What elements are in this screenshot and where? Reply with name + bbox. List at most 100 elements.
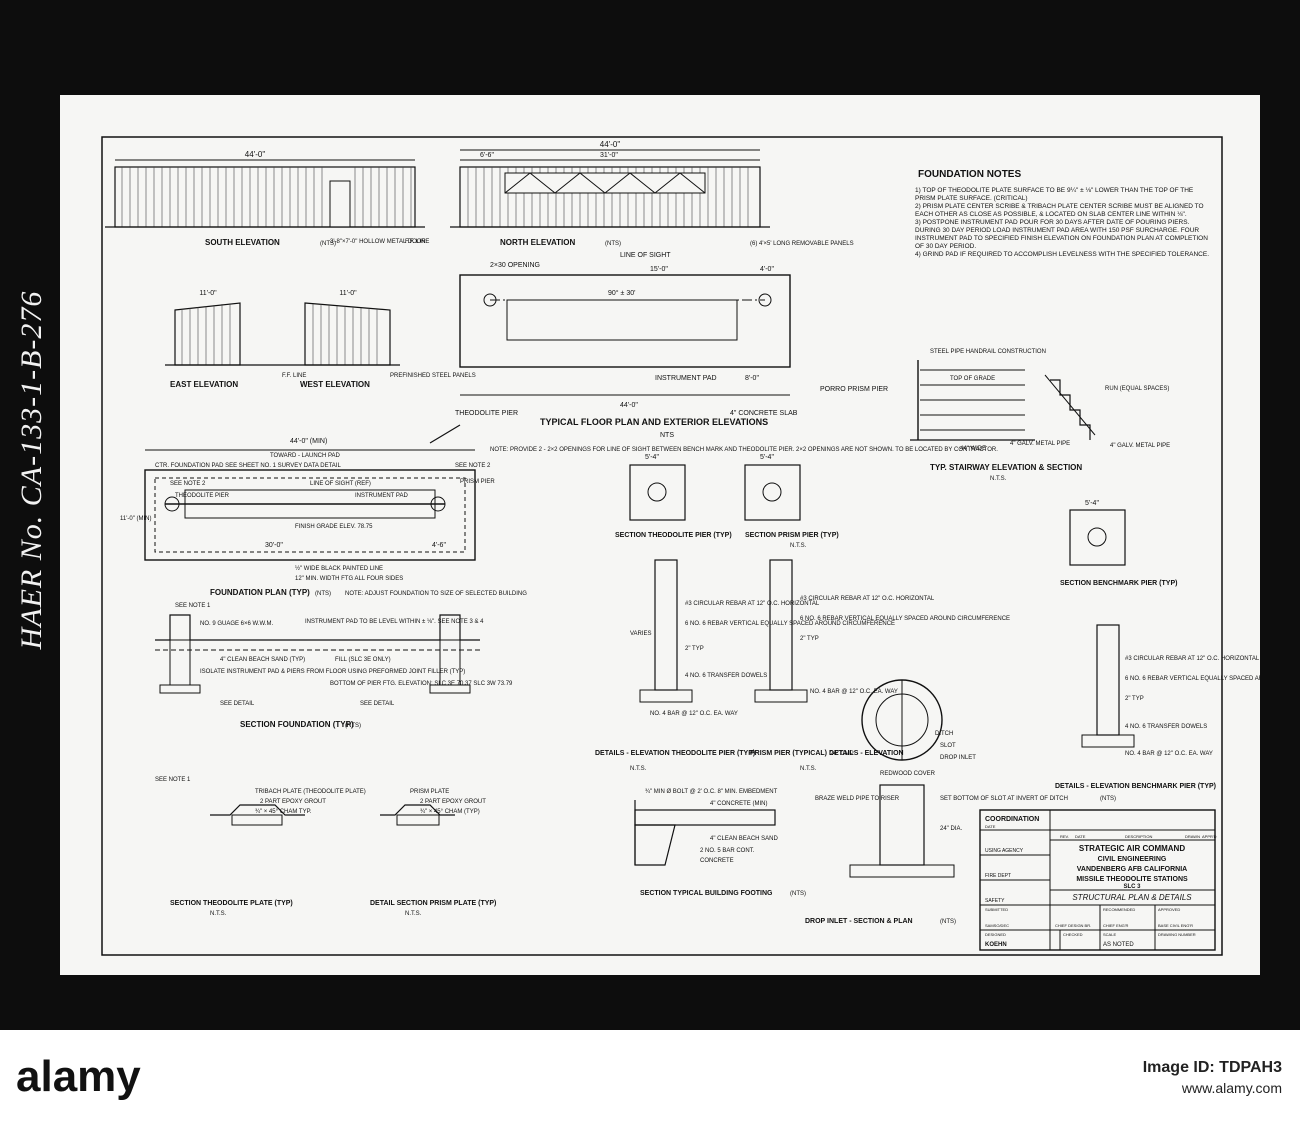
plate-see-note: SEE NOTE 1 [155,777,191,783]
inlet-cover: REDWOOD COVER [880,771,936,777]
tb-designer: KOEHN [985,942,1007,948]
dim-4: 4'-0" [760,266,774,273]
details-theodolite-nts: N.T.S. [630,766,647,772]
fp-dim-30: 30'-0" [265,542,283,549]
foundation-note-4: 4) GRIND PAD IF REQUIRED TO ACCOMPLISH L… [915,251,1210,258]
inlet-ditch: DITCH [935,731,953,737]
stairway-nts: N.T.S. [990,476,1007,482]
stock-footer [0,1030,1300,1137]
sf-see-detail-2: SEE DETAIL [360,701,395,707]
sf-wwm: NO. 9 GUAGE 6×6 W.W.M. [200,621,274,627]
tb-samso: SAMSO/DEC [985,923,1009,928]
title-block [979,809,1216,951]
north-nts: (NTS) [605,241,621,247]
section-prism-nts: N.T.S. [790,543,807,549]
stair-galv-pipe-2: 4" GALV. METAL PIPE [1110,443,1170,449]
footing-concrete-min: 4" CONCRETE (MIN) [710,801,767,807]
plate-epoxy: 2 PART EPOXY GROUT [260,799,326,805]
prefinished-note: PREFINISHED STEEL PANELS [390,373,476,379]
tb-col-drawn: DRAWN [1185,834,1200,839]
foundation-plan-note: NOTE: ADJUST FOUNDATION TO SIZE OF SELEC… [345,591,527,597]
details-theodolite-title: DETAILS - ELEVATION THEODOLITE PIER (TYP… [595,750,755,757]
section-foundation-nts: (NTS) [345,723,361,729]
tb-sheet-title: STRUCTURAL PLAN & DETAILS [1072,893,1192,902]
tb-recommended: RECOMMENDED [1103,907,1135,912]
haer-number: HAER No. CA-133-1-B-276 [15,290,48,650]
bench-transfer: 4 NO. 6 TRANSFER DOWELS [1125,724,1207,730]
tb-chief-engr: CHIEF ENG'R [1103,923,1129,928]
tb-project: MISSILE THEODOLITE STATIONS [1076,876,1188,883]
fp-theodolite-pier: THEODOLITE PIER [175,493,230,499]
prism-plate-nts: N.T.S. [405,911,422,917]
ff-line-label: F.F. LINE [405,239,429,245]
sf-isolate: ISOLATE INSTRUMENT PAD & PIERS FROM FLOO… [200,669,465,675]
sf-level-note: INSTRUMENT PAD TO BE LEVEL WITHIN ± ⅛". … [305,619,484,625]
prism-bar: NO. 4 BAR @ 12" O.C. EA. WAY [810,689,898,695]
door [329,180,351,228]
tb-as-noted: AS NOTED [1103,942,1134,948]
north-dim-a: 6'-6" [480,152,494,159]
section-prism-title: SECTION PRISM PIER (TYP) [745,532,839,539]
plate-prism: PRISM PLATE [410,789,449,795]
north-elevation [450,149,770,228]
section-benchmark-title: SECTION BENCHMARK PIER (TYP) [1060,580,1177,587]
line-of-sight-label: LINE OF SIGHT [620,252,671,259]
tb-fire-dept: FIRE DEPT [985,873,1011,879]
bench-typ: 2" TYP [1125,696,1144,702]
sheet-border [101,136,1223,956]
tb-coordination: COORDINATION [985,816,1039,823]
fp-ctr-note: CTR. FOUNDATION PAD SEE SHEET NO. 1 SURV… [155,463,341,469]
section-foundation [155,614,480,694]
foundation-note-2: 2) PRISM PLATE CENTER SCRIBE & TRIBACH P… [915,203,1204,218]
inlet-weld: BRAZE WELD PIPE TO RISER [815,796,900,802]
theo-varies: VARIES [630,631,652,637]
prism-circ-rebar: #3 CIRCULAR REBAR AT 12" O.C. HORIZONTAL [800,596,935,602]
inlet-cmp: 24" CMP [830,751,854,757]
details-benchmark-title: DETAILS - ELEVATION BENCHMARK PIER (TYP) [1055,783,1216,790]
tb-designed: DESIGNED [985,932,1006,937]
theo-transfer: 4 NO. 6 TRANSFER DOWELS [685,673,767,679]
door-note: 3'-8"×7'-0" HOLLOW METAL DOOR [330,239,426,245]
tb-chief-design: CHIEF DESIGN BR. [1055,923,1091,928]
north-dim-total: 44'-0" [600,140,621,149]
tb-dept: CIVIL ENGINEERING [1098,856,1167,863]
footing-bar: 2 NO. 5 BAR CONT. [700,848,755,854]
tb-safety: SAFETY [985,898,1005,904]
tb-base-engr: BASE CIVIL ENG'R [1158,923,1193,928]
east-dim: 11'-0" [199,290,217,297]
stair-wide: 44" WIDE [960,446,986,452]
stock-meta: Image ID: TDPAH3 www.alamy.com [1143,1058,1282,1098]
foundation-plan-title: FOUNDATION PLAN (TYP) [210,588,310,597]
fp-painted-line: ½" WIDE BLACK PAINTED LINE [295,565,383,572]
fp-dim-45: 4'-6" [432,542,446,549]
bench-vert-rebar: 6 NO. 6 REBAR VERTICAL EQUALLY SPACED AR… [1125,676,1260,682]
south-dim: 44'-0" [245,150,266,159]
fp-see-note-a: SEE NOTE 2 [170,481,206,487]
floor-plan-nts: NTS [660,432,674,439]
sf-see-note: SEE NOTE 1 [175,603,211,609]
concrete-slab-label: 4" CONCRETE SLAB [730,410,798,417]
floor-plan-note: NOTE: PROVIDE 2 - 2×2 OPENINGS FOR LINE … [490,447,998,453]
foundation-plan [144,424,476,561]
fp-dim-side: 11'-0" (MIN) [120,516,152,522]
tb-col-appd: APPR'D [1202,834,1217,839]
theodolite-plate-title: SECTION THEODOLITE PLATE (TYP) [170,900,293,907]
theo-bar: NO. 4 BAR @ 12" O.C. EA. WAY [650,711,738,717]
drop-inlet-nts: (NTS) [940,919,956,925]
porro-prism-label: PORRO PRISM PIER [820,386,888,393]
fp-footing-note: 12" MIN. WIDTH FTG ALL FOUR SIDES [295,576,403,582]
pier-sections [629,464,1126,566]
fp-instrument-pad: INSTRUMENT PAD [355,493,408,499]
east-elevation-title: EAST ELEVATION [170,380,238,389]
tb-col-rev: REV. [1060,834,1069,839]
sf-bottom: BOTTOM OF PIER FTG. ELEVATION: SLC 3E 70… [330,681,513,687]
foundation-note-1: 1) TOP OF THEODOLITE PLATE SURFACE TO BE… [915,187,1194,202]
drawing-canvas: 44'-0" SOUTH ELEVATION (NTS) 3'-8"×7'-0"… [101,136,1260,956]
north-dim-b: 31'-0" [600,152,618,159]
fp-dim-top: 44'-0" (MIN) [290,438,327,445]
opening-label: 2×30 OPENING [490,262,540,269]
bench-circ-rebar: #3 CIRCULAR REBAR AT 12" O.C. HORIZONTAL [1125,656,1260,662]
dim-44: 44'-0" [620,402,638,409]
footing-sand: 4" CLEAN BEACH SAND [710,836,778,842]
drop-inlet [849,679,955,878]
